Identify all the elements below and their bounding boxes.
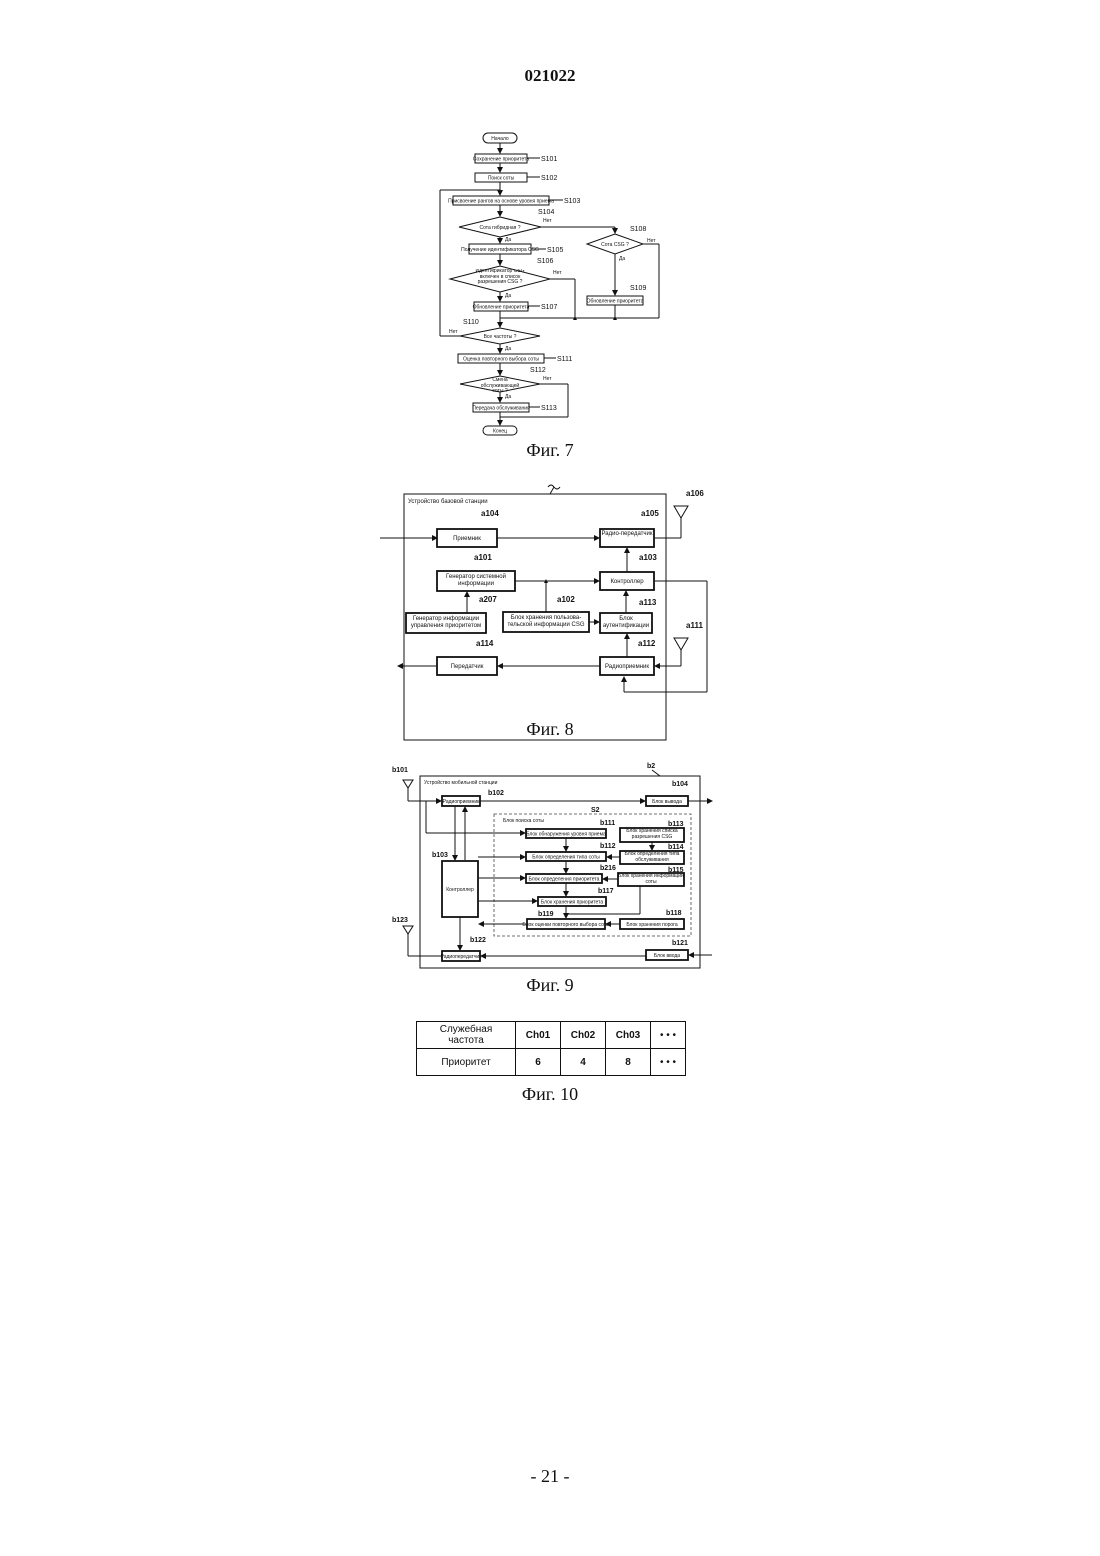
fig7-step-s112-text: Смена обслуживающей соты ? [468, 378, 532, 392]
fig7-label-s108: S108 [630, 226, 646, 233]
fig10-caption: Фиг. 10 [0, 1084, 1100, 1105]
fig7-label-s111: S111 [557, 356, 572, 363]
fig7-label-s109: S109 [630, 285, 646, 292]
fig7-label-s106: S106 [537, 258, 553, 265]
fig7-step-s107-text: Обновление приоритета [473, 305, 530, 311]
fig7-label-s105: S105 [547, 247, 563, 254]
fig7-label-s102: S102 [541, 175, 557, 182]
fig7-caption: Фиг. 7 [0, 440, 1100, 461]
table-cell: Служебная частота [417, 1022, 516, 1049]
fig7-label-s107: S107 [541, 304, 557, 311]
fig7-label-s104: S104 [538, 209, 554, 216]
fig7-label-s103: S103 [564, 198, 580, 205]
fig7-step-s111-text: Оценка повторного выбора соты [463, 357, 539, 363]
table-row: Служебная частота Ch01 Ch02 Ch03 • • • [417, 1022, 686, 1049]
table-cell: 8 [606, 1049, 651, 1076]
table-cell: • • • [651, 1049, 686, 1076]
table-cell: Ch01 [516, 1022, 561, 1049]
table-cell: 6 [516, 1049, 561, 1076]
table-cell: 4 [561, 1049, 606, 1076]
table-cell: Ch02 [561, 1022, 606, 1049]
page-footer: - 21 - [0, 1466, 1100, 1487]
fig7-step-s105-text: Получение идентификатора CSG [461, 247, 539, 253]
fig7-step-s109-text: Обновление приоритета [587, 299, 644, 305]
fig7-s110-no: Нет [449, 329, 458, 335]
fig7-step-s110-text: Все частоты ? [484, 334, 517, 340]
fig7-s106-yes: Да [505, 293, 511, 299]
fig7-s108-yes: Да [619, 256, 625, 262]
fig7-label-s110: S110 [463, 319, 479, 326]
fig7-step-s106-text: Идентификатор CSG включен в список разре… [458, 269, 542, 286]
fig7-start-label: Начало [491, 136, 509, 142]
fig7-s108-no: Нет [647, 238, 656, 244]
table-cell: • • • [651, 1022, 686, 1049]
fig7-label-s112: S112 [530, 367, 546, 374]
fig7-step-s101-text: Сохранение приоритета [473, 157, 529, 163]
table-row: Приоритет 6 4 8 • • • [417, 1049, 686, 1076]
fig7-label-s113: S113 [541, 405, 557, 412]
fig8-caption: Фиг. 8 [0, 719, 1100, 740]
fig7-label-s101: S101 [541, 156, 557, 163]
fig7-s106-no: Нет [553, 270, 562, 276]
fig7-s110-yes: Да [505, 346, 511, 352]
fig7-s112-no: Нет [543, 376, 552, 382]
table-cell: Приоритет [417, 1049, 516, 1076]
fig7-s104-yes: Да [505, 237, 511, 243]
fig7-step-s113-text: Передача обслуживания [472, 406, 530, 412]
fig10-table: Служебная частота Ch01 Ch02 Ch03 • • • П… [416, 1021, 686, 1076]
table-cell: Ch03 [606, 1022, 651, 1049]
fig7-end-label: Конец [493, 429, 507, 435]
fig7-s104-no: Нет [543, 218, 552, 224]
fig7-step-s104-text: Сота гибридная ? [479, 225, 520, 231]
fig7-step-s102-text: Поиск соты [488, 176, 515, 182]
fig7-s112-yes: Да [505, 394, 511, 400]
fig9-caption: Фиг. 9 [0, 975, 1100, 996]
fig7-step-s108-text: Сота CSG ? [601, 242, 629, 248]
fig7-step-s103-text: Присвоение рангов на основе уровня прием… [448, 199, 554, 205]
